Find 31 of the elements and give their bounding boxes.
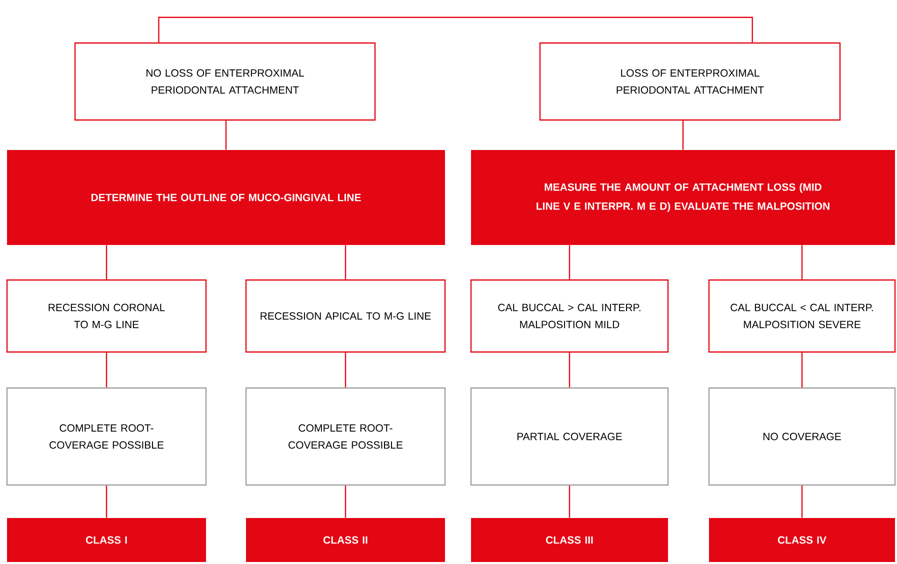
outcome-box: NO COVERAGE <box>708 387 896 486</box>
connector-line <box>801 245 803 280</box>
outcome-box: COMPLETE ROOT-COVERAGE POSSIBLE <box>6 387 207 486</box>
connector-line <box>801 486 803 518</box>
connector-line <box>344 486 346 518</box>
connector-line <box>225 120 227 150</box>
criterion-box: CAL BUCCAL < CAL INTERP. MALPOSITION SEVERE <box>708 279 896 353</box>
criterion-box: RECESSION APICAL TO M-G LINE <box>245 279 446 353</box>
class-banner: CLASS III <box>471 518 668 562</box>
connector-line <box>568 486 570 518</box>
connector-line <box>568 352 570 388</box>
connector-line <box>568 245 570 280</box>
criterion-box: NO LOSS OF ENTERPROXIMAL PERIODONTAL ATTACHMENT <box>74 42 376 121</box>
step-banner: DETERMINE THE OUTLINE OF MUCO-GINGIVAL LINE <box>7 150 445 245</box>
criterion-box: CAL BUCCAL > CAL INTERP. MALPOSITION MILD <box>470 279 669 353</box>
class-banner: CLASS I <box>7 518 206 562</box>
outcome-box: COMPLETE ROOT-COVERAGE POSSIBLE <box>245 387 446 486</box>
criterion-box: RECESSION CORONAL TO M-G LINE <box>6 279 207 353</box>
connector-line <box>344 245 346 280</box>
connector-line <box>106 245 108 280</box>
connector-line <box>106 352 108 388</box>
connector-line <box>682 120 684 150</box>
connector-line <box>106 486 108 518</box>
criterion-box: LOSS OF ENTERPROXIMAL PERIODONTAL ATTACHMENT <box>539 42 841 121</box>
class-banner: CLASS IV <box>709 518 895 562</box>
outcome-box: PARTIAL COVERAGE <box>470 387 669 486</box>
class-banner: CLASS II <box>246 518 445 562</box>
connector-line <box>801 352 803 388</box>
step-banner: MEASURE THE AMOUNT OF ATTACHMENT LOSS (MID LINE V E INTERPR. M E D) EVALUATE THE MALPOSITION <box>471 150 895 245</box>
connector-line <box>158 16 753 42</box>
connector-line <box>344 352 346 388</box>
